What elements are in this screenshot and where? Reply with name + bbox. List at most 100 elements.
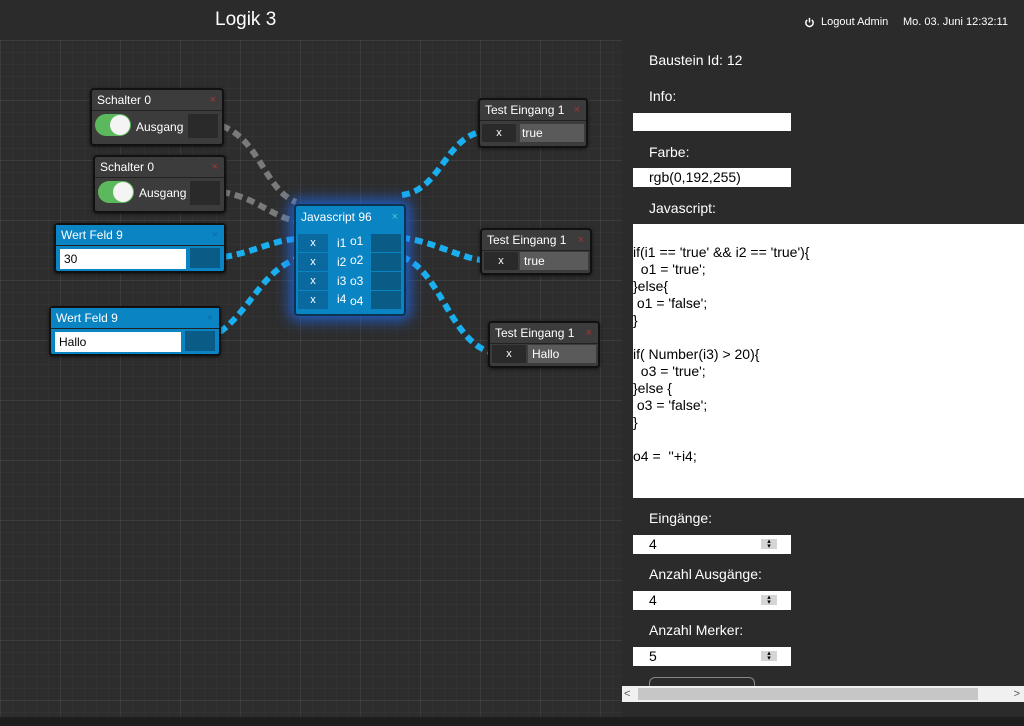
javascript-node[interactable]: Javascript 96× x i1 o1 x i2 o2 x i3 o3 x…: [294, 204, 406, 316]
wire-wert2-i4: [218, 256, 298, 335]
wire-o4-test3: [400, 254, 492, 355]
toggle-switch[interactable]: [98, 181, 134, 203]
ausgaenge-value: 4: [649, 592, 657, 608]
top-bar: Logik 3 Logout Admin Mo. 03. Juni 12:32:…: [0, 0, 1024, 40]
io-row-1: x i1 o1: [298, 234, 402, 252]
spinner-icon[interactable]: ▴▾: [761, 538, 777, 550]
node-title: Test Eingang 1×: [480, 100, 586, 121]
wire-wert1-i3: [223, 236, 297, 260]
logout-button[interactable]: Logout Admin: [804, 16, 888, 28]
output-port[interactable]: [371, 253, 401, 271]
input-label: i3: [337, 274, 347, 288]
io-row-4: x i4 o4: [298, 291, 402, 309]
ausgaenge-input[interactable]: 4 ▴▾: [633, 591, 791, 610]
value-display: true: [520, 124, 584, 142]
test-eingang-node-1[interactable]: Test Eingang 1× x true: [478, 98, 588, 148]
output-port[interactable]: [190, 181, 220, 205]
schalter-node-2[interactable]: Schalter 0× Ausgang: [93, 155, 226, 213]
page-title: Logik 3: [215, 9, 277, 30]
eingaenge-value: 4: [649, 536, 657, 552]
input-label: i1: [337, 236, 347, 250]
toggle-switch[interactable]: [95, 114, 131, 136]
value-input[interactable]: Hallo: [55, 332, 181, 352]
node-title: Javascript 96×: [296, 206, 404, 228]
info-label: Info:: [649, 88, 677, 104]
output-label: Ausgang: [136, 120, 184, 134]
output-port[interactable]: [188, 114, 218, 138]
test-eingang-node-2[interactable]: Test Eingang 1× x true: [480, 228, 592, 275]
output-label: o4: [350, 294, 364, 308]
wert-feld-node-1[interactable]: Wert Feld 9× 30: [54, 223, 226, 273]
scrollbar-thumb[interactable]: [638, 688, 978, 700]
close-icon[interactable]: ×: [585, 327, 592, 339]
close-icon[interactable]: ×: [573, 104, 580, 116]
datetime: Mo. 03. Juni 12:32:11: [903, 16, 1008, 28]
output-port[interactable]: [190, 248, 220, 268]
close-icon[interactable]: ×: [577, 234, 584, 246]
javascript-editor[interactable]: if(i1 == 'true' && i2 == 'true'){ o1 = '…: [633, 224, 1024, 498]
value-display: true: [520, 252, 588, 270]
spinner-icon[interactable]: ▴▾: [761, 594, 777, 606]
chevron-right-icon[interactable]: >: [1013, 688, 1020, 700]
merker-value: 5: [649, 648, 657, 664]
schalter-node-1[interactable]: Schalter 0× Ausgang: [90, 88, 224, 146]
node-title: Wert Feld 9×: [51, 308, 219, 329]
input-x[interactable]: x: [298, 234, 328, 252]
node-title: Test Eingang 1×: [482, 230, 590, 251]
wire-o1-test1: [401, 129, 481, 198]
input-x[interactable]: x: [298, 291, 328, 309]
input-label: i4: [337, 292, 347, 306]
info-input[interactable]: [633, 113, 791, 131]
node-title: Test Eingang 1×: [490, 323, 598, 344]
eingaenge-input[interactable]: 4 ▴▾: [633, 535, 791, 554]
wire-schalter1-i1: [220, 123, 298, 205]
spinner-icon[interactable]: ▴▾: [761, 650, 777, 662]
eingaenge-label: Eingänge:: [649, 510, 713, 526]
logic-canvas[interactable]: Schalter 0× Ausgang Schalter 0× Ausgang …: [0, 40, 622, 726]
farbe-input[interactable]: rgb(0,192,255): [633, 168, 791, 187]
value-display: Hallo: [528, 345, 596, 363]
output-port[interactable]: [371, 234, 401, 252]
input-x[interactable]: x: [298, 253, 328, 271]
bottom-toolbar: [0, 717, 1024, 726]
chevron-left-icon[interactable]: <: [624, 688, 631, 700]
baustein-id: Baustein Id: 12: [649, 52, 743, 68]
close-icon[interactable]: ×: [209, 94, 216, 106]
wires: [218, 123, 492, 355]
close-icon[interactable]: ×: [391, 211, 398, 223]
node-title: Schalter 0×: [95, 157, 224, 178]
merker-label: Anzahl Merker:: [649, 622, 744, 638]
output-label: Ausgang: [139, 186, 187, 200]
value-input[interactable]: 30: [60, 249, 186, 269]
close-icon[interactable]: ×: [211, 229, 218, 241]
test-eingang-node-3[interactable]: Test Eingang 1× x Hallo: [488, 321, 600, 368]
javascript-label: Javascript:: [649, 200, 716, 216]
properties-panel: Baustein Id: 12 Info: Farbe: rgb(0,192,2…: [622, 40, 1024, 726]
node-title: Schalter 0×: [92, 90, 222, 111]
wire-schalter2-i2: [221, 189, 297, 224]
close-icon[interactable]: ×: [206, 312, 213, 324]
output-label: o3: [350, 274, 364, 288]
merker-input[interactable]: 5 ▴▾: [633, 647, 791, 666]
node-title: Wert Feld 9×: [56, 225, 224, 246]
input-x[interactable]: x: [492, 345, 526, 363]
output-label: o1: [350, 234, 364, 248]
io-row-2: x i2 o2: [298, 253, 402, 271]
output-port[interactable]: [371, 291, 401, 309]
output-port[interactable]: [185, 331, 215, 351]
horizontal-scrollbar[interactable]: < >: [622, 686, 1024, 702]
wire-o3-test2: [401, 235, 483, 263]
farbe-label: Farbe:: [649, 144, 690, 160]
wert-feld-node-2[interactable]: Wert Feld 9× Hallo: [49, 306, 221, 356]
close-icon[interactable]: ×: [211, 161, 218, 173]
input-x[interactable]: x: [298, 272, 328, 290]
output-port[interactable]: [371, 272, 401, 290]
io-row-3: x i3 o3: [298, 272, 402, 290]
input-label: i2: [337, 255, 347, 269]
input-x[interactable]: x: [484, 252, 518, 270]
ausgaenge-label: Anzahl Ausgänge:: [649, 566, 762, 582]
logout-label: Logout Admin: [821, 16, 889, 28]
output-label: o2: [350, 253, 364, 267]
input-x[interactable]: x: [482, 124, 516, 142]
power-icon: [805, 17, 814, 27]
